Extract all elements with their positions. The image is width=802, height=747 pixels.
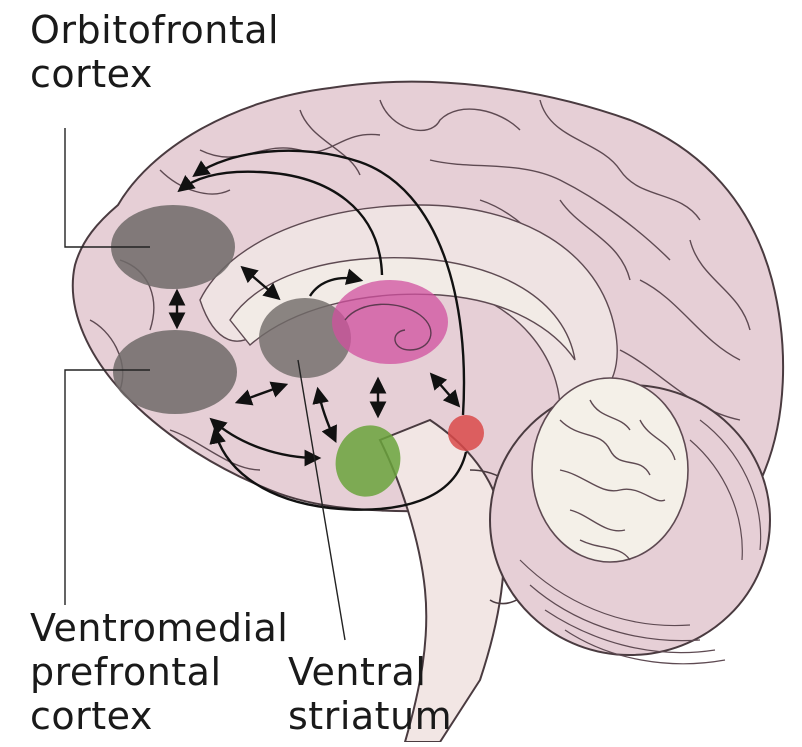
region-ventromedial bbox=[113, 330, 237, 414]
label-ventromedial: Ventromedial prefrontal cortex bbox=[30, 606, 288, 738]
label-ventral-striatum: Ventral striatum bbox=[288, 650, 452, 738]
label-orbitofrontal-line2: cortex bbox=[30, 52, 279, 96]
label-ventral-striatum-line1: Ventral bbox=[288, 650, 452, 694]
label-orbitofrontal: Orbitofrontal cortex bbox=[30, 8, 279, 96]
region-vta bbox=[448, 415, 484, 451]
label-orbitofrontal-line1: Orbitofrontal bbox=[30, 8, 279, 52]
label-ventromedial-line3: cortex bbox=[30, 694, 288, 738]
label-ventral-striatum-line2: striatum bbox=[288, 694, 452, 738]
label-ventromedial-line1: Ventromedial bbox=[30, 606, 288, 650]
arbor-vitae bbox=[532, 378, 688, 562]
label-ventromedial-line2: prefrontal bbox=[30, 650, 288, 694]
region-thalamus bbox=[332, 280, 448, 364]
